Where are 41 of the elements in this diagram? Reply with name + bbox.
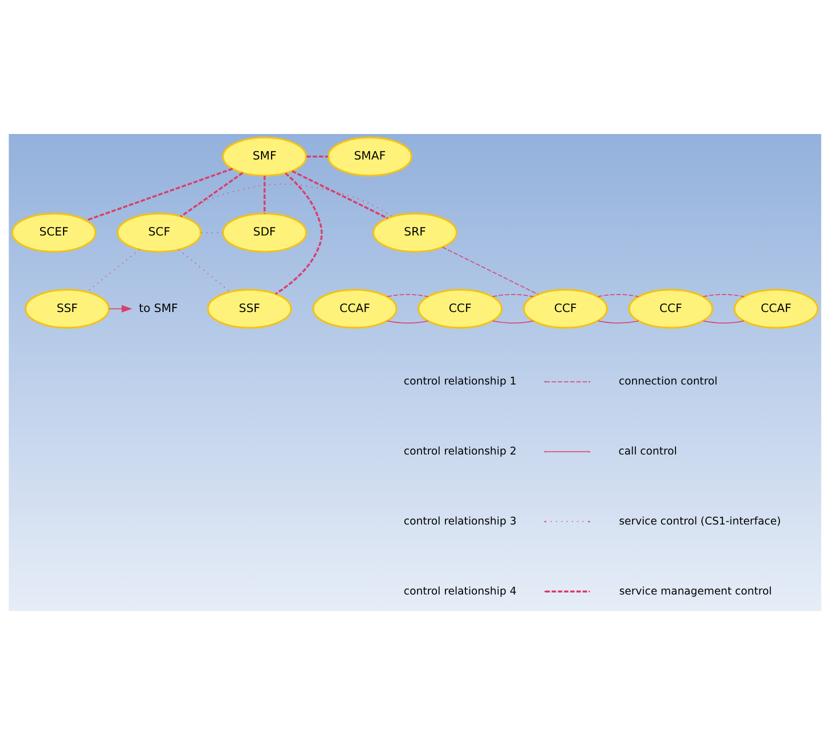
node-ellipse: CCF	[628, 288, 714, 328]
node-ellipse: SSF	[24, 288, 110, 328]
connector	[386, 320, 428, 323]
arrow	[108, 304, 132, 312]
connector	[292, 170, 388, 219]
connector	[598, 320, 640, 323]
node-ellipse: CCAF	[734, 288, 819, 328]
node-ellipse: SCF	[116, 212, 202, 252]
connector	[86, 167, 233, 221]
connector	[492, 320, 534, 323]
node-ellipse: CCF	[418, 288, 503, 328]
legend-label: control relationship 3	[404, 514, 516, 527]
node-ellipse: SMAF	[327, 136, 412, 176]
node-ellipse: SDF	[222, 212, 308, 252]
connector	[180, 172, 244, 217]
connector	[180, 183, 393, 216]
connector	[275, 172, 323, 294]
legend-label: control relationship 4	[404, 584, 516, 597]
node-ellipse: SCEF	[11, 212, 96, 252]
connector	[264, 175, 266, 214]
connector	[442, 246, 538, 294]
connector	[306, 155, 328, 158]
node-ellipse: CCAF	[312, 288, 398, 328]
node-text: to SMF	[138, 300, 178, 314]
node-ellipse: SSF	[207, 288, 292, 328]
legend-label: control relationship 2	[404, 444, 516, 457]
connector	[492, 294, 534, 297]
legend-label: control relationship 1	[404, 374, 516, 388]
connector	[178, 248, 230, 292]
label: service management control	[619, 584, 772, 597]
connector	[598, 294, 640, 297]
node-ellipse: CCF	[522, 288, 608, 328]
label: connection control	[618, 374, 718, 388]
connector	[702, 320, 744, 323]
connector	[86, 248, 140, 292]
label: service control (CS1-interface)	[619, 514, 781, 527]
node-ellipse: SRF	[372, 212, 458, 252]
connector	[386, 294, 428, 297]
node-ellipse: SMF	[222, 136, 308, 176]
label: call control	[618, 444, 677, 457]
connector	[702, 294, 744, 297]
